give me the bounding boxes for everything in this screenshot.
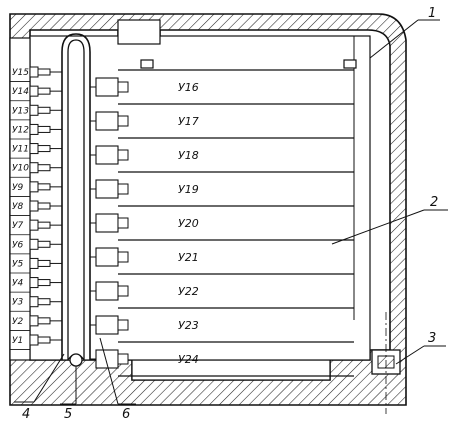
contact-pin — [29, 296, 62, 308]
contact-pin — [29, 334, 62, 346]
left-label: У3 — [12, 298, 23, 308]
left-label: У14 — [12, 87, 29, 97]
unit-label: У17 — [178, 115, 199, 128]
left-label: У13 — [12, 106, 29, 116]
callout-1: 1 — [428, 6, 436, 21]
left-label: У11 — [12, 145, 29, 155]
contact-pin — [29, 85, 62, 97]
left-label: У10 — [12, 164, 29, 174]
left-label: У2 — [12, 317, 23, 327]
housing-hatched-wall — [9, 13, 407, 406]
mounting-lug — [140, 59, 357, 69]
unit-label: У16 — [178, 81, 199, 94]
contact-pin — [29, 181, 62, 193]
unit-label: У22 — [178, 285, 199, 298]
board-connector — [90, 315, 129, 335]
unit-label: У23 — [178, 319, 199, 332]
left-label: У7 — [12, 221, 23, 231]
contact-pin — [29, 162, 62, 174]
board-shelves — [90, 69, 354, 377]
contact-pin — [29, 123, 62, 135]
terminal-strip — [9, 37, 62, 361]
unit-label: У24 — [178, 353, 199, 366]
contact-pin — [29, 257, 62, 269]
contact-pin — [29, 219, 62, 231]
contact-pin — [29, 238, 62, 250]
board-connector — [90, 349, 129, 369]
callout-numbers: 1 2 3 4 5 6 — [22, 6, 438, 422]
callout-4: 4 — [22, 407, 30, 422]
board-connector — [90, 145, 129, 165]
contact-pin — [29, 143, 62, 155]
contact-pin — [29, 315, 62, 327]
board-connector — [90, 179, 129, 199]
left-label: У12 — [12, 125, 29, 135]
board-connector — [90, 111, 129, 131]
left-label: У6 — [12, 240, 23, 250]
contact-pin — [29, 104, 62, 116]
callout-3: 3 — [428, 331, 436, 346]
left-label: У5 — [12, 259, 23, 269]
board-connector — [90, 247, 129, 267]
left-label: У4 — [12, 279, 23, 289]
board-connector — [90, 281, 129, 301]
contact-pin — [29, 66, 62, 78]
callout-5: 5 — [64, 407, 72, 422]
u-tube — [61, 33, 91, 367]
callout-leaders — [14, 19, 448, 405]
board-connector — [90, 213, 129, 233]
unit-label: У20 — [178, 217, 199, 230]
left-label: У1 — [12, 336, 23, 346]
unit-label: У21 — [178, 251, 199, 264]
contact-pin — [29, 200, 62, 212]
callout-2: 2 — [430, 195, 438, 210]
callout-6: 6 — [122, 407, 130, 422]
unit-label: У19 — [178, 183, 199, 196]
board-connector — [90, 77, 129, 97]
unit-label: У18 — [178, 149, 199, 162]
left-label: У15 — [12, 68, 29, 78]
left-label: У8 — [12, 202, 23, 212]
contact-pin — [29, 277, 62, 289]
left-label: У9 — [12, 183, 23, 193]
